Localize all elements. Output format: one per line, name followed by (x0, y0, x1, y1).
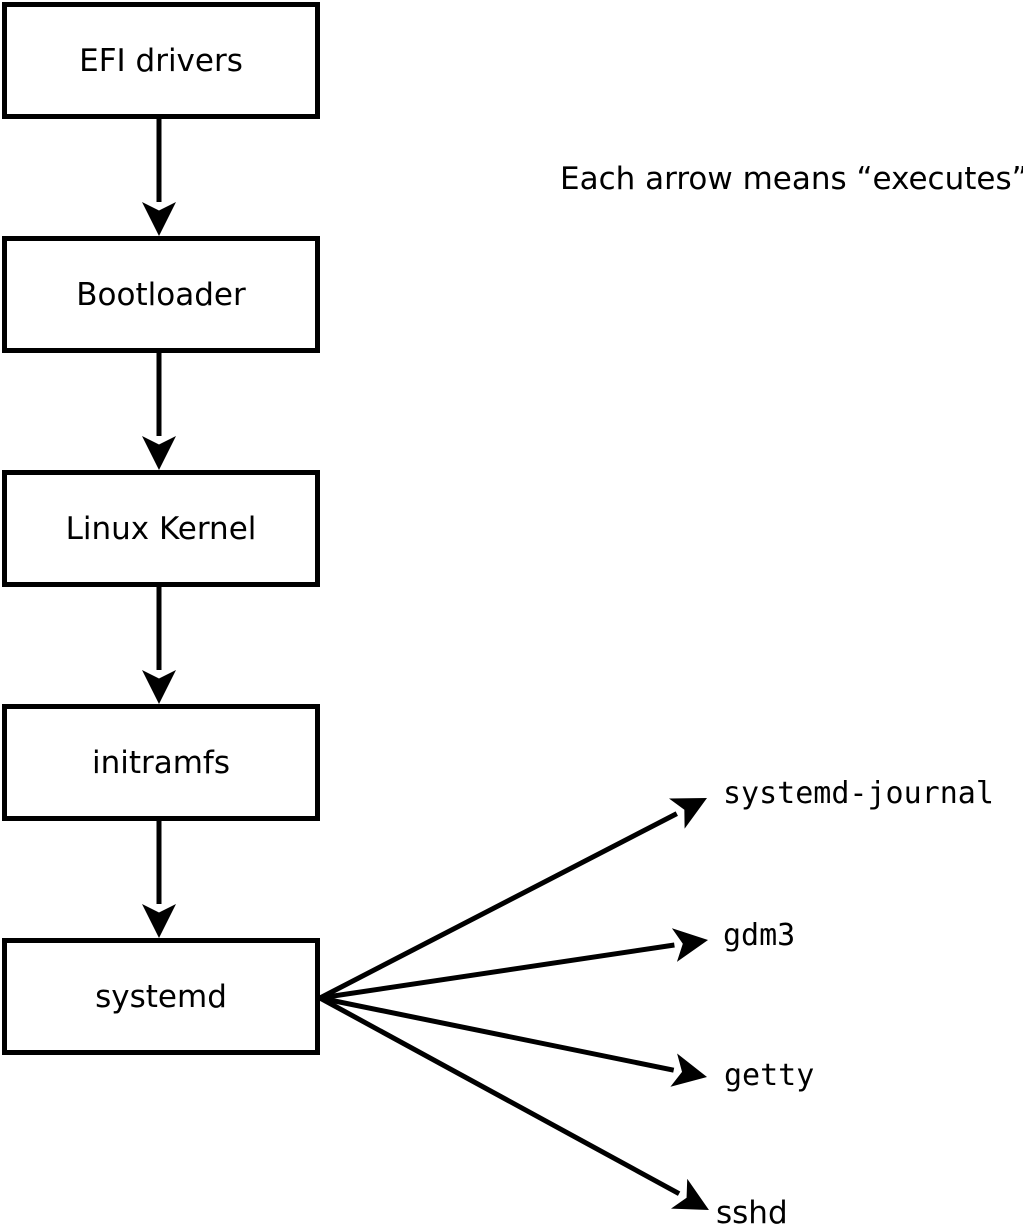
box-linux-kernel-label: Linux Kernel (66, 511, 257, 547)
box-initramfs-rect (2, 704, 320, 821)
arrow-systemd-to-getty (319, 995, 708, 1087)
box-bootloader-rect (2, 236, 320, 353)
box-systemd-label: systemd (95, 979, 227, 1015)
box-efi-drivers-rect (2, 2, 320, 119)
box-bootloader-label: Bootloader (76, 277, 246, 313)
label-systemd-journal: systemd-journal (723, 776, 994, 811)
box-efi-drivers: EFI drivers (2, 2, 320, 119)
label-sshd: sshd (716, 1195, 788, 1230)
box-systemd-rect (2, 938, 320, 1055)
arrow-systemd-to-gdm3 (319, 928, 709, 1001)
arrow-systemd-to-sshd (318, 995, 709, 1210)
label-getty: getty (724, 1058, 814, 1093)
box-systemd: systemd (2, 938, 320, 1055)
box-linux-kernel: Linux Kernel (2, 470, 320, 587)
box-initramfs-label: initramfs (92, 745, 230, 781)
label-gdm3: gdm3 (723, 918, 795, 953)
box-initramfs: initramfs (2, 704, 320, 821)
annotation-text: Each arrow means “executes”. (560, 161, 1023, 197)
box-linux-kernel-rect (2, 470, 320, 587)
arrow-systemd-to-systemd-journal (318, 797, 708, 1001)
box-efi-drivers-label: EFI drivers (79, 43, 243, 79)
box-bootloader: Bootloader (2, 236, 320, 353)
